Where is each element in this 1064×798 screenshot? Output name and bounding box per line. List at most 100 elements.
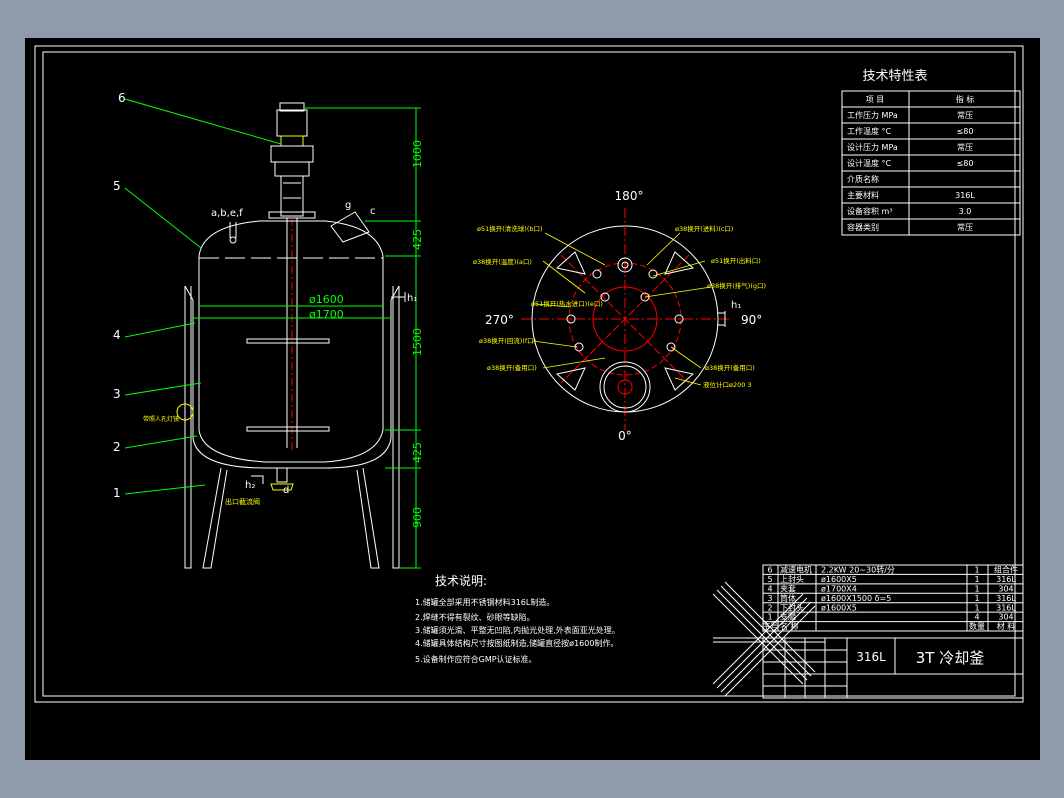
bom-cell-spec: ø1600X5: [821, 575, 857, 584]
note-2: 2.焊缝不得有裂纹、砂眼等缺陷。: [415, 612, 535, 622]
spec-value-2: ≤80: [957, 127, 974, 136]
bom-cell-qty: 4: [974, 613, 979, 622]
plan-labels: 180° 270° 90° 0° h₁ ø51换开(清洗球)(b口) ø38换开…: [473, 189, 766, 443]
bom-cell-qty: 1: [974, 584, 979, 593]
note-5: 5.设备制作应符合GMP认证标准。: [415, 654, 537, 664]
angle-90: 90°: [741, 313, 762, 327]
callout-7: ø51换开(出料口): [711, 256, 761, 265]
spec-label-6: 主要材料: [847, 190, 879, 200]
spec-label-2: 工作温度 °C: [847, 126, 892, 136]
dim-h-top: 1000: [411, 140, 424, 168]
bom-cell-spec: 2.2KW 20~30转/分: [821, 565, 895, 575]
bom-cell-mat: 组合件: [994, 565, 1018, 575]
bom-cell-no: 5: [767, 575, 772, 584]
bom-cell-name: 名 称: [780, 621, 799, 631]
nozzle-label-h1: h₁: [407, 293, 417, 304]
lower-head: [198, 429, 384, 463]
bom-cell-no: 序号: [762, 621, 778, 631]
jacket: [192, 300, 392, 469]
title-block: 316L 3T 冷却釜: [762, 637, 1024, 699]
bom-cell-name: 筒体: [780, 593, 796, 603]
bom-cell-name: 下封头: [780, 602, 804, 612]
callout-4: ø38换开(回流)(f口): [479, 336, 536, 345]
bom-cell-no: 2: [767, 603, 772, 612]
outer-border: [34, 45, 1024, 703]
bom-cell-no: 4: [767, 584, 772, 593]
bom-cell-name: 夹套: [780, 583, 796, 593]
nozzle-label-d: d: [283, 485, 289, 496]
spec-header-value: 指 标: [956, 94, 975, 104]
bom-cell-no: 3: [767, 594, 772, 603]
bom-cell-spec: ø1700X4: [821, 584, 857, 593]
bom-cell-name: 减速电机: [780, 565, 812, 575]
leg-right: [392, 286, 400, 569]
bom-cell-qty: 1: [974, 594, 979, 603]
bom-cell-mat: 316L: [996, 575, 1016, 584]
callout-10: 液位计口ø200 3: [703, 380, 752, 389]
item-number-3: 3: [113, 387, 121, 401]
bom-cell-name: 支腿: [780, 612, 796, 622]
plan-h1: h₁: [731, 300, 741, 311]
bom-cell-mat: 304: [998, 584, 1013, 593]
callout-8: ø38换开(排气)(g口): [707, 281, 766, 290]
bom-cell-spec: ø1600X1500 δ=5: [821, 594, 891, 603]
callout-1: ø51换开(清洗球)(b口): [477, 224, 543, 233]
angle-0: 0°: [618, 429, 632, 443]
inner-border: [42, 51, 1016, 697]
leg-left: [184, 286, 192, 569]
bom-cell-qty: 数量: [969, 621, 985, 631]
upper-head: [198, 220, 384, 257]
spec-label-3: 设计压力 MPa: [847, 142, 898, 152]
bom-cell-mat: 316L: [996, 594, 1016, 603]
dim-h-bottom-head: 425: [411, 442, 424, 463]
technical-notes: 技术说明: 1.储罐全部采用不锈钢材料316L制造。 2.焊缝不得有裂纹、砂眼等…: [415, 573, 620, 664]
callout-5: ø38换开(备用口): [487, 363, 537, 372]
nozzle-label-g: g: [345, 200, 351, 211]
bom-cell-spec: ø1600X5: [821, 603, 857, 612]
item-number-4: 4: [113, 328, 121, 342]
bom-cell-qty: 1: [974, 603, 979, 612]
nozzle-label-h2: h₂: [245, 480, 255, 491]
title-name: 3T 冷却釜: [916, 649, 984, 667]
note-4: 4.储罐具体结构尺寸按图纸制造,储罐直径按ø1600制作。: [415, 638, 618, 648]
bom-cell-mat: 材 料: [997, 621, 1016, 631]
callout-2: ø38换开(温度)(a口): [473, 257, 532, 266]
spec-value-3: 常压: [957, 143, 973, 152]
plan-view: [521, 208, 729, 430]
spec-label-5: 介质名称: [847, 174, 879, 184]
dim-h-head: 425: [411, 229, 424, 250]
nozzle-label-abef: a,b,e,f: [211, 208, 243, 219]
spec-header-item: 项 目: [866, 95, 885, 104]
bom-cell-no: 1: [767, 613, 772, 622]
angle-270: 270°: [485, 313, 514, 327]
callout-3: ø51换开(热水进口)(e口): [531, 299, 603, 308]
spec-label-1: 工作压力 MPa: [847, 110, 898, 120]
side-glass-label: 带照人孔灯镜: [143, 415, 179, 423]
spec-label-4: 设计温度 °C: [847, 158, 892, 168]
dim-h-body: 1500: [411, 328, 424, 356]
dim-d-inner: ø1600: [309, 293, 344, 306]
nozzle-label-c: c: [370, 206, 376, 217]
elevation-labels: 6 5 4 3 2 1 a,b,e,f g c h₁ h₂ d 带照人孔灯镜 出…: [113, 91, 424, 528]
item-number-1: 1: [113, 486, 121, 500]
bom-cell-qty: 1: [974, 566, 979, 575]
item-number-6: 6: [118, 91, 126, 105]
dim-d-outer: ø1700: [309, 308, 344, 321]
spec-value-8: 常压: [957, 223, 973, 232]
callout-6: ø38换开(进料)(c口): [675, 224, 733, 233]
callout-9: ø38换开(备用口): [705, 363, 755, 372]
spec-table-title: 技术特性表: [862, 69, 927, 84]
spec-label-8: 容器类别: [847, 222, 879, 232]
bom-cell-qty: 1: [974, 575, 979, 584]
elevation-view: [124, 98, 421, 569]
note-3: 3.储罐须光滑、平整无凹陷,内抛光处理,外表面亚光处理。: [415, 625, 620, 635]
spec-value-1: 常压: [957, 111, 973, 120]
bom-cell-no: 6: [767, 566, 772, 575]
title-material: 316L: [856, 650, 886, 664]
bom-cell-mat: 304: [998, 613, 1013, 622]
item-number-2: 2: [113, 440, 121, 454]
notes-title: 技术说明:: [435, 573, 487, 588]
spec-value-4: ≤80: [957, 159, 974, 168]
